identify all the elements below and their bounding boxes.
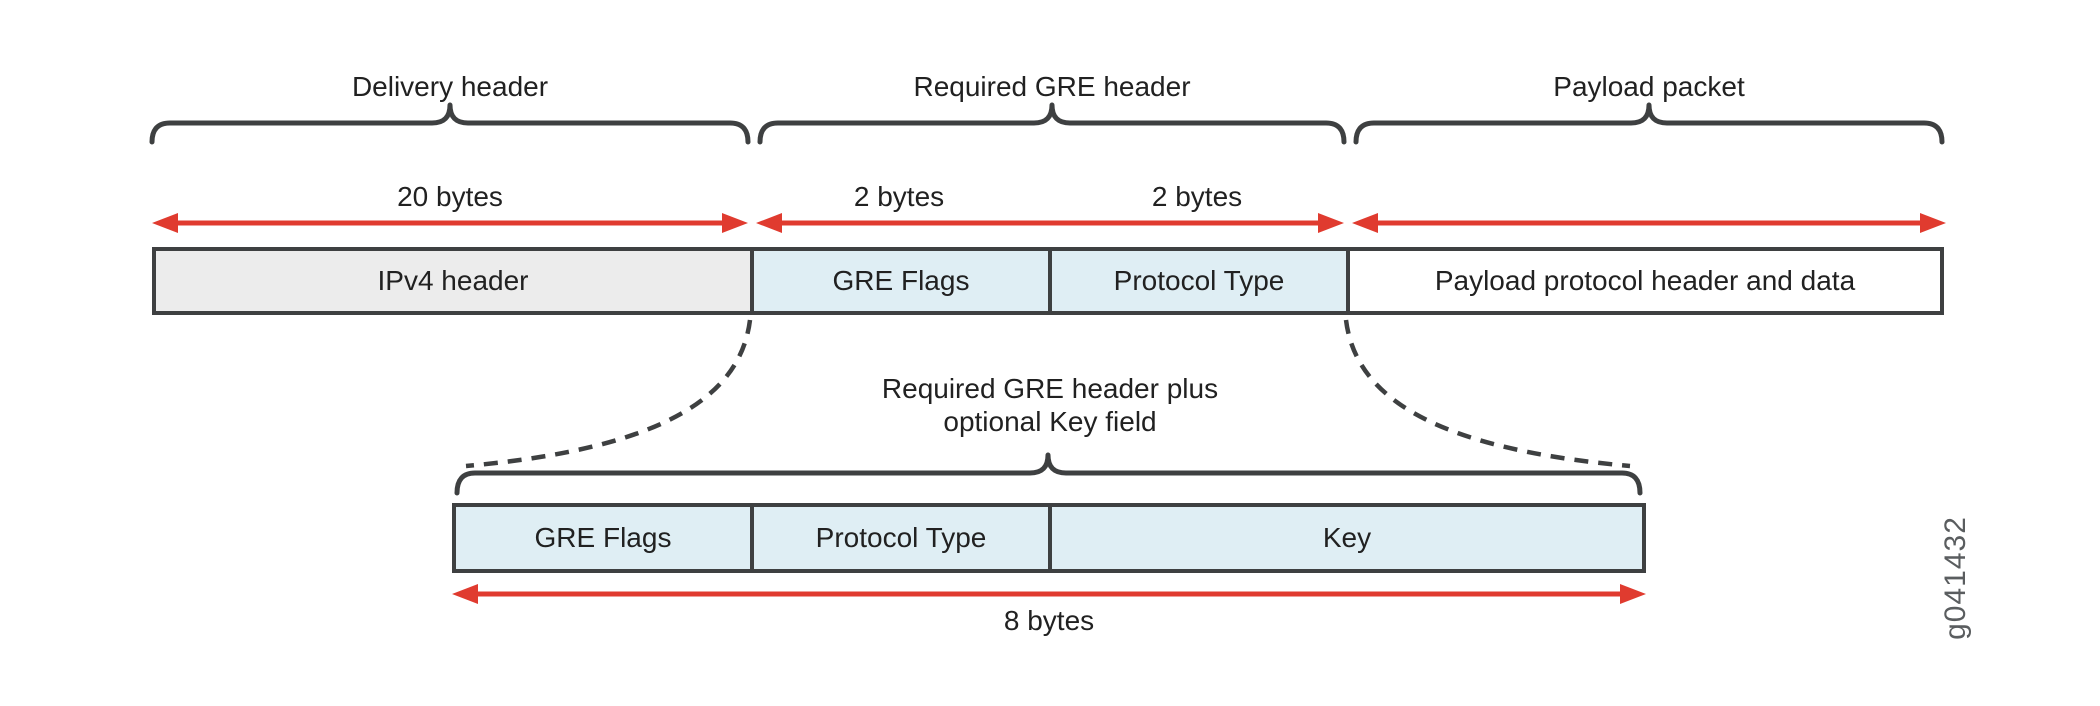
field-protocol-type: Protocol Type — [1048, 251, 1346, 311]
expanded-caption: Required GRE header plus optional Key fi… — [882, 372, 1218, 438]
size-label-20-bytes: 20 bytes — [397, 181, 503, 212]
brace-payload-packet — [1353, 102, 1945, 145]
figure-id-label: g041432 — [1939, 516, 1972, 640]
section-label-delivery-header: Delivery header — [351, 71, 549, 102]
expanded-gre-row: GRE Flags Protocol Type Key — [452, 503, 1646, 573]
arrow-payload — [1352, 213, 1946, 233]
brace-delivery-header — [149, 102, 751, 145]
dashed-curve-left — [465, 319, 753, 469]
expanded-field-protocol-type: Protocol Type — [750, 507, 1048, 569]
expanded-caption-line2: optional Key field — [943, 406, 1157, 437]
arrow-20-bytes — [152, 213, 748, 233]
dashed-curve-right — [1343, 319, 1631, 469]
brace-required-gre-header — [757, 102, 1347, 145]
brace-expanded-gre — [454, 452, 1643, 496]
arrow-8-bytes — [452, 584, 1646, 604]
arrow-gre-header-bytes — [756, 213, 1344, 233]
size-label-2-bytes-gre-flags: 2 bytes — [853, 181, 945, 212]
field-gre-flags: GRE Flags — [750, 251, 1048, 311]
expanded-field-key: Key — [1048, 507, 1642, 569]
section-label-required-gre-header: Required GRE header — [913, 71, 1191, 102]
field-ipv4-header: IPv4 header — [156, 251, 750, 311]
field-payload: Payload protocol header and data — [1346, 251, 1940, 311]
expanded-field-gre-flags: GRE Flags — [456, 507, 750, 569]
size-label-8-bytes: 8 bytes — [1003, 605, 1095, 636]
section-label-payload-packet: Payload packet — [1553, 71, 1745, 102]
expanded-caption-line1: Required GRE header plus — [881, 373, 1219, 404]
packet-structure-row: IPv4 header GRE Flags Protocol Type Payl… — [152, 247, 1944, 315]
size-label-2-bytes-protocol-type: 2 bytes — [1151, 181, 1243, 212]
